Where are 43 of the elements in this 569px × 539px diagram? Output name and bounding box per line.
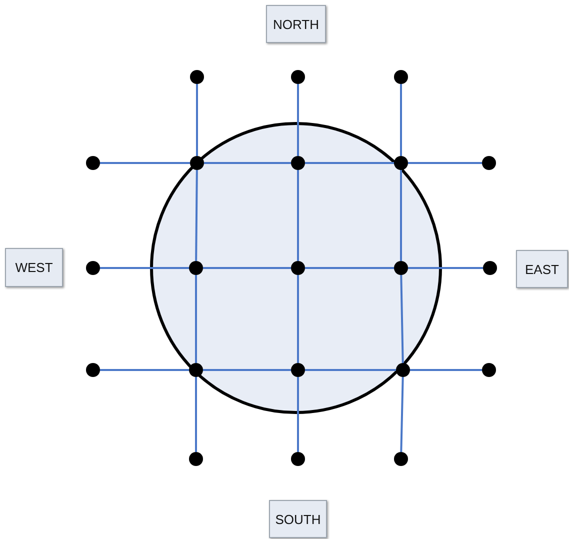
grid-dot (291, 70, 305, 84)
grid-line (305, 162, 394, 164)
grid-dot (394, 70, 408, 84)
grid-line (400, 376, 404, 452)
circle-shape (150, 122, 442, 414)
direction-label: SOUTH (269, 500, 327, 538)
grid-line (305, 267, 394, 269)
grid-dot (482, 156, 496, 170)
grid-line (204, 162, 291, 164)
grid-line (195, 170, 198, 262)
grid-line (305, 369, 396, 371)
grid-dot (86, 363, 100, 377)
grid-dot (86, 261, 100, 275)
direction-label: NORTH (266, 5, 326, 43)
grid-line (195, 275, 197, 363)
direction-label: EAST (516, 250, 568, 288)
grid-line (408, 267, 483, 269)
grid-dot (396, 363, 410, 377)
grid-line (297, 275, 299, 363)
grid-line (196, 84, 198, 156)
grid-line (100, 162, 190, 164)
grid-line (195, 377, 197, 452)
direction-label: WEST (5, 248, 63, 287)
grid-line (400, 84, 402, 156)
grid-dot (394, 156, 408, 170)
grid-line (297, 170, 299, 261)
grid-line (400, 274, 404, 364)
grid-dot (394, 452, 408, 466)
grid-line (410, 369, 482, 371)
grid-dot (482, 363, 496, 377)
grid-line (297, 84, 299, 156)
grid-dot (86, 156, 100, 170)
grid-line (203, 267, 291, 269)
grid-dot (190, 156, 204, 170)
grid-line (203, 369, 291, 371)
grid-dot (190, 70, 204, 84)
grid-line (100, 267, 189, 269)
grid-dot (483, 261, 497, 275)
grid-line (297, 377, 299, 452)
grid-line (408, 162, 482, 164)
grid-line (400, 170, 402, 261)
grid-dot (291, 452, 305, 466)
grid-dot (189, 452, 203, 466)
